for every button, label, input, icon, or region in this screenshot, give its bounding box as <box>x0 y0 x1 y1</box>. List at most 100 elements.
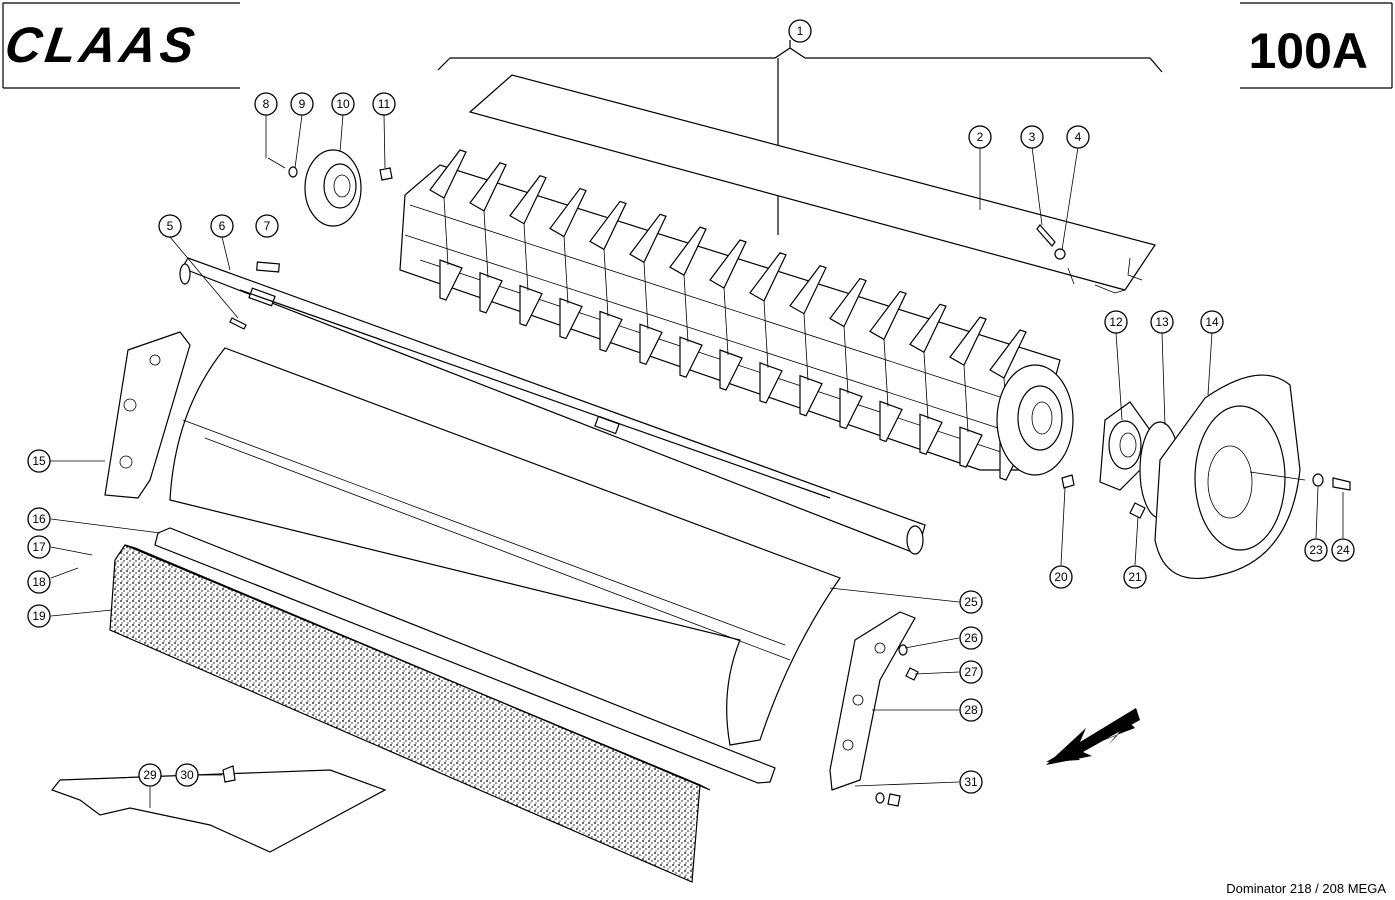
callout-25: 25 <box>959 590 983 614</box>
brand-logo: CLAAS <box>2 17 202 73</box>
rotor-tooth-upper <box>709 239 747 289</box>
right-bearing-group <box>1061 374 1351 579</box>
callout-6: 6 <box>210 214 234 238</box>
rotor-rib <box>563 236 569 304</box>
rotor-tooth-upper <box>589 200 627 251</box>
rotor-tooth-upper <box>509 175 547 225</box>
rubber-apron <box>109 544 711 883</box>
rotor-tooth-lower <box>799 374 823 417</box>
svg-text:19: 19 <box>32 609 46 623</box>
brand-logo-text: CLAAS <box>2 17 202 73</box>
svg-text:13: 13 <box>1155 315 1169 329</box>
callout-20: 20 <box>1049 565 1073 589</box>
callout-27: 27 <box>959 660 983 684</box>
callout-29: 29 <box>138 763 162 787</box>
cutter-bar <box>154 527 776 784</box>
callout-1: 1 <box>788 19 812 43</box>
callout-13: 13 <box>1150 310 1174 334</box>
svg-text:15: 15 <box>32 454 46 468</box>
shaft-key <box>256 261 280 273</box>
rotor-tooth-lower <box>439 259 463 301</box>
svg-text:6: 6 <box>219 219 226 233</box>
arrow-down-left-icon <box>1046 708 1140 765</box>
rotor-tooth-lower <box>639 323 663 366</box>
rotor-tooth-lower <box>719 349 743 391</box>
rotor-rib <box>803 313 809 381</box>
rotor-tooth-upper <box>949 316 987 366</box>
svg-text:12: 12 <box>1109 315 1123 329</box>
callout-24: 24 <box>1331 538 1355 562</box>
callout-11: 11 <box>372 92 396 116</box>
callout-19: 19 <box>27 604 51 628</box>
callout-10: 10 <box>331 92 355 116</box>
callout-26: 26 <box>959 626 983 650</box>
callout-16: 16 <box>27 507 51 531</box>
callout-7: 7 <box>255 214 279 238</box>
rotor-rib <box>723 287 729 356</box>
rotor-rib <box>603 249 609 317</box>
svg-text:30: 30 <box>180 768 194 782</box>
svg-text:8: 8 <box>263 97 270 111</box>
rotor-rib <box>443 197 449 266</box>
rotor-tooth-lower <box>679 336 703 378</box>
top-cover-plate <box>468 74 1156 294</box>
svg-text:29: 29 <box>143 768 157 782</box>
svg-text:11: 11 <box>378 97 391 111</box>
main-shaft <box>179 257 926 555</box>
callout-31: 31 <box>959 770 983 794</box>
left-side-plate <box>104 331 191 499</box>
svg-text:31: 31 <box>964 775 978 789</box>
rotor-tooth-upper <box>469 162 507 212</box>
rotor-tooth-upper <box>549 187 587 238</box>
bottom-plate <box>51 765 387 853</box>
svg-text:2: 2 <box>977 130 984 144</box>
callout-23: 23 <box>1304 538 1328 562</box>
callout-28: 28 <box>959 698 983 722</box>
rotor-drum <box>399 149 1074 481</box>
svg-text:14: 14 <box>1205 315 1219 329</box>
svg-text:20: 20 <box>1054 570 1068 584</box>
model-label: Dominator 218 / 208 MEGA <box>1226 881 1386 896</box>
callout-2: 2 <box>968 125 992 149</box>
rotor-tooth-upper <box>629 213 667 264</box>
svg-text:1: 1 <box>797 24 804 38</box>
svg-text:3: 3 <box>1029 130 1036 144</box>
sheet-number: 100A <box>1248 23 1368 79</box>
svg-text:21: 21 <box>1128 570 1142 584</box>
rotor-tooth-lower <box>959 426 983 468</box>
svg-text:23: 23 <box>1309 543 1323 557</box>
rotor-rib <box>963 365 969 433</box>
svg-text:27: 27 <box>964 665 978 679</box>
callout-8: 8 <box>254 92 278 116</box>
rotor-rib <box>923 352 929 420</box>
rotor-tooth-upper <box>669 226 707 276</box>
rotor-tooth-lower <box>839 387 863 430</box>
callout-5: 5 <box>158 214 182 238</box>
cover-bolt-group <box>1036 224 1075 285</box>
rotor-tooth-lower <box>599 310 623 353</box>
callout-9: 9 <box>290 92 314 116</box>
svg-text:7: 7 <box>264 219 271 233</box>
rotor-tooth-upper <box>829 277 867 328</box>
callout-15: 15 <box>27 449 51 473</box>
svg-text:26: 26 <box>964 631 978 645</box>
callout-18: 18 <box>27 570 51 594</box>
callout-17: 17 <box>27 535 51 559</box>
svg-text:5: 5 <box>167 219 174 233</box>
rotor-rib <box>883 339 889 407</box>
callout-12: 12 <box>1104 310 1128 334</box>
callout-leaders <box>50 114 1344 808</box>
rotor-tooth-lower <box>879 400 903 443</box>
svg-text:25: 25 <box>964 595 978 609</box>
svg-text:16: 16 <box>32 512 46 526</box>
set-screw <box>229 317 247 330</box>
rotor-rib <box>763 300 769 368</box>
callout-21: 21 <box>1123 565 1147 589</box>
right-side-plate <box>829 611 919 807</box>
callouts: 1 2 3 4 5 6 7 8 9 10 11 12 13 14 15 16 1… <box>27 19 1355 794</box>
svg-text:9: 9 <box>299 97 306 111</box>
callout-14: 14 <box>1200 310 1224 334</box>
rotor-tooth-lower <box>559 297 583 340</box>
svg-text:24: 24 <box>1336 543 1350 557</box>
